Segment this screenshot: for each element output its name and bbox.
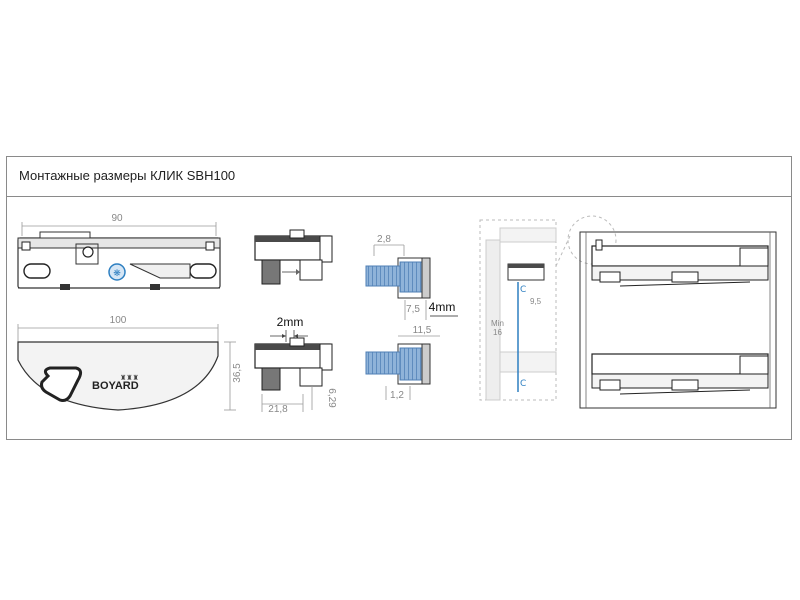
- dim-bottom-length: 100: [110, 315, 127, 326]
- latch-top-view: 90 ❋: [17, 213, 221, 290]
- svg-text:♜♜♜: ♜♜♜: [120, 374, 139, 382]
- drawing-frame: Монтажные размеры КЛИК SBH100: [6, 156, 792, 440]
- dim-4mm: 4mm: [429, 300, 456, 314]
- page-title: Монтажные размеры КЛИК SBH100: [19, 168, 236, 183]
- dim-2-8: 2,8: [377, 234, 391, 245]
- title-row: Монтажные размеры КЛИК SBH100: [7, 157, 791, 197]
- latch-side-view-bottom: 2mm 21,8 6,29: [254, 315, 337, 415]
- cabinet-drawing: [579, 231, 777, 409]
- dim-21-8: 21,8: [268, 404, 288, 415]
- dim-1-2: 1,2: [390, 390, 404, 401]
- min-label: Min: [491, 319, 504, 328]
- cover-plate: 100 BOYARD ♜♜♜ 36,5: [17, 315, 243, 411]
- dim-height: 36,5: [232, 363, 243, 383]
- dim-6-29: 6,29: [326, 388, 337, 408]
- svg-text:C: C: [520, 285, 526, 295]
- install-detail: C C 9,5 Min 16: [479, 219, 557, 401]
- dim-top-length: 90: [111, 213, 123, 224]
- thread-detail: 2,8 7,5 4mm 11,5 1,2: [365, 234, 458, 401]
- svg-text:❋: ❋: [113, 269, 121, 279]
- dim-11-5: 11,5: [413, 325, 432, 336]
- svg-text:C: C: [520, 379, 526, 389]
- min-value: 16: [493, 328, 502, 337]
- latch-side-view-top: [254, 229, 333, 285]
- dim-7-5: 7,5: [406, 304, 420, 315]
- boyard-logo: BOYARD: [92, 380, 139, 392]
- dim-9-5: 9,5: [530, 297, 542, 306]
- dim-2mm: 2mm: [277, 315, 304, 329]
